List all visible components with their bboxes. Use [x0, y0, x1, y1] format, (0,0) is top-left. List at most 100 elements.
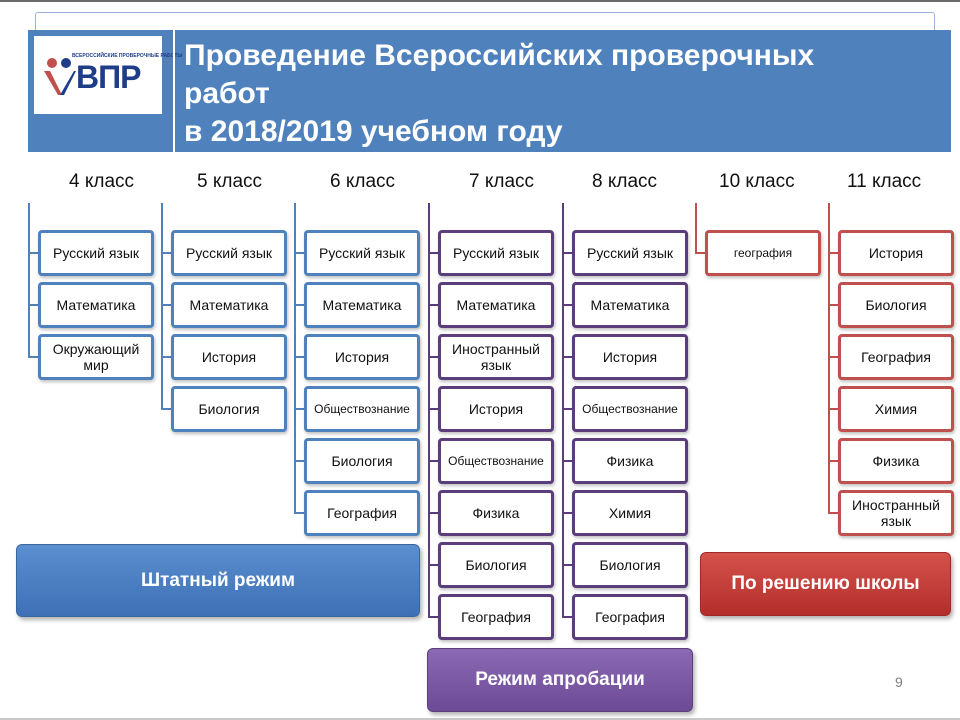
- subject-box: Химия: [838, 386, 954, 432]
- subject-connector: [428, 564, 438, 566]
- subject-box: География: [438, 594, 554, 640]
- subject-box: Русский язык: [304, 230, 420, 276]
- subject-box: Обществознание: [572, 386, 688, 432]
- logo-tagline: ВСЕРОССИЙСКИЕ ПРОВЕРОЧНЫЕ РАБОТЫ: [72, 53, 183, 59]
- subject-connector: [294, 356, 304, 358]
- subject-connector: [562, 512, 572, 514]
- logo-text: ВПР: [76, 59, 141, 95]
- grade-connector-line: [562, 203, 564, 618]
- grade-connector-line: [161, 203, 163, 410]
- subject-box: Биология: [171, 386, 287, 432]
- subject-connector: [428, 408, 438, 410]
- title-line-3: в 2018/2019 учебном году: [184, 115, 563, 148]
- subject-connector: [294, 512, 304, 514]
- subject-connector: [428, 512, 438, 514]
- mode-regular: Штатный режим: [16, 544, 420, 617]
- grade-connector-line: [695, 203, 697, 254]
- subject-connector: [161, 252, 171, 254]
- page-number: 9: [895, 674, 903, 690]
- subject-connector: [294, 460, 304, 462]
- subject-box: Биология: [572, 542, 688, 588]
- title-line-1: Проведение Всероссийских проверочных: [184, 39, 815, 72]
- grade-label: 11 класс: [847, 171, 922, 192]
- mode-school: По решению школы: [700, 552, 951, 616]
- subject-box: Физика: [438, 490, 554, 536]
- subject-box: История: [838, 230, 954, 276]
- subject-connector: [562, 564, 572, 566]
- subject-connector: [28, 304, 38, 306]
- subject-box: Биология: [304, 438, 420, 484]
- subject-box: История: [572, 334, 688, 380]
- subject-box: география: [705, 230, 821, 276]
- subject-connector: [428, 356, 438, 358]
- subject-connector: [28, 356, 38, 358]
- subject-box: Иностранный язык: [438, 334, 554, 380]
- grade-label: 8 класс: [592, 171, 658, 192]
- subject-connector: [161, 356, 171, 358]
- subject-box: Русский язык: [438, 230, 554, 276]
- subject-connector: [428, 460, 438, 462]
- subject-box: Русский язык: [38, 230, 154, 276]
- subject-connector: [828, 408, 838, 410]
- logo-figure-icon: [44, 58, 76, 95]
- subject-box: Математика: [38, 282, 154, 328]
- subject-box: Окружающий мир: [38, 334, 154, 380]
- grade-label: 6 класс: [330, 171, 396, 192]
- subject-box: Русский язык: [171, 230, 287, 276]
- title-line-2: работ: [184, 77, 270, 110]
- grade-label: 5 класс: [197, 171, 263, 192]
- subject-connector: [695, 252, 705, 254]
- subject-connector: [428, 304, 438, 306]
- subject-box: История: [171, 334, 287, 380]
- subject-box: Русский язык: [572, 230, 688, 276]
- subject-connector: [828, 512, 838, 514]
- subject-connector: [828, 356, 838, 358]
- subject-connector: [294, 252, 304, 254]
- subject-connector: [828, 304, 838, 306]
- vpr-logo-mark: ВСЕРОССИЙСКИЕ ПРОВЕРОЧНЫЕ РАБОТЫ ВПР: [42, 51, 182, 99]
- subject-box: География: [838, 334, 954, 380]
- subject-connector: [562, 356, 572, 358]
- subject-connector: [294, 408, 304, 410]
- subject-box: Физика: [838, 438, 954, 484]
- subject-box: Биология: [838, 282, 954, 328]
- subject-box: Математика: [171, 282, 287, 328]
- grade-connector-line: [28, 203, 30, 358]
- subject-connector: [828, 252, 838, 254]
- grade-connector-line: [294, 203, 296, 514]
- subject-box: География: [572, 594, 688, 640]
- vpr-logo: ВСЕРОССИЙСКИЕ ПРОВЕРОЧНЫЕ РАБОТЫ ВПР: [34, 36, 182, 114]
- subject-box: История: [304, 334, 420, 380]
- subject-box: Математика: [438, 282, 554, 328]
- subject-box: Математика: [304, 282, 420, 328]
- title-frame: [35, 12, 935, 34]
- subject-connector: [562, 460, 572, 462]
- grade-label: 4 класс: [69, 171, 135, 192]
- bottom-rule: [0, 718, 960, 720]
- subject-connector: [28, 252, 38, 254]
- subject-connector: [428, 616, 438, 618]
- mode-testing: Режим апробации: [427, 648, 693, 712]
- grade-label: 10 класс: [719, 171, 795, 192]
- header-banner: ВСЕРОССИЙСКИЕ ПРОВЕРОЧНЫЕ РАБОТЫ ВПР Про…: [28, 30, 951, 152]
- subject-box: Химия: [572, 490, 688, 536]
- subject-connector: [562, 304, 572, 306]
- subject-box: Математика: [572, 282, 688, 328]
- top-rule: [0, 0, 960, 2]
- subject-box: Биология: [438, 542, 554, 588]
- subject-box: Обществознание: [438, 438, 554, 484]
- subject-connector: [562, 408, 572, 410]
- grade-connector-line: [828, 203, 830, 514]
- grade-connector-line: [428, 203, 430, 618]
- subject-connector: [562, 616, 572, 618]
- grade-label: 7 класс: [469, 171, 535, 192]
- subject-connector: [294, 304, 304, 306]
- subject-box: Иностранный язык: [838, 490, 954, 536]
- subject-connector: [161, 304, 171, 306]
- subject-box: География: [304, 490, 420, 536]
- header-separator: [173, 30, 175, 152]
- subject-connector: [428, 252, 438, 254]
- slide-title: Проведение Всероссийских проверочных раб…: [184, 37, 944, 151]
- subject-connector: [828, 460, 838, 462]
- subject-connector: [562, 252, 572, 254]
